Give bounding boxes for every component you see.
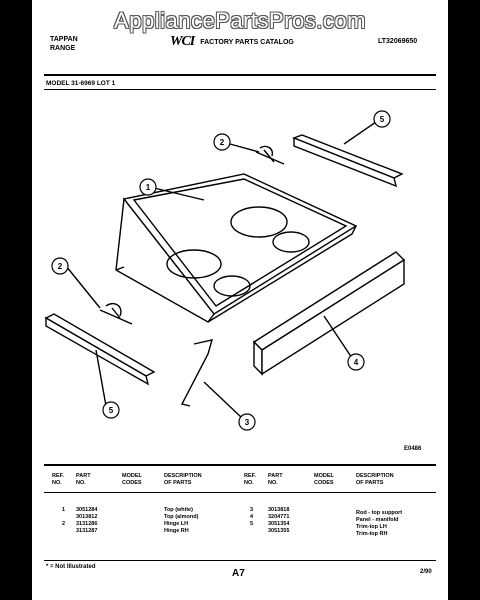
- header-ref-right: REF. NO.: [244, 473, 256, 486]
- row-desc: Trim-top RH: [356, 531, 388, 537]
- row-desc: Top (white): [164, 507, 193, 513]
- header-ref-left: REF. NO.: [52, 473, 64, 486]
- row-part: 3131286: [76, 521, 98, 527]
- page-number: A7: [232, 568, 245, 579]
- row-ref: 2: [62, 521, 66, 527]
- callout-5-rear: 5: [380, 115, 385, 124]
- catalog-logo-block: WCI FACTORY PARTS CATALOG: [170, 34, 294, 50]
- document-code: LT32069650: [378, 38, 418, 45]
- header-part-left: PART NO.: [76, 473, 91, 486]
- diagram-code: E0486: [404, 446, 422, 452]
- header-rule: [44, 74, 436, 76]
- row-ref: 1: [62, 507, 66, 513]
- model-number: MODEL 31-6969 LOT 1: [46, 80, 116, 87]
- header-model-left: MODEL CODES: [122, 473, 142, 486]
- revision-date: 2/90: [420, 569, 432, 575]
- row-part: 3013818: [268, 507, 290, 513]
- catalog-title: FACTORY PARTS CATALOG: [200, 38, 294, 46]
- row-desc: Trim-top LH: [356, 524, 387, 530]
- row-desc: Hinge RH: [164, 528, 189, 534]
- row-part: 3051355: [268, 528, 290, 534]
- exploded-parts-diagram: 1 2 2 3 4 5 5: [44, 110, 406, 431]
- trim-top-rh: [292, 134, 404, 188]
- callout-2-front: 2: [58, 262, 63, 271]
- row-desc: Top (almond): [164, 514, 199, 520]
- header-desc-right: DESCRIPTION OF PARTS: [356, 473, 394, 486]
- row-part: 3204771: [268, 514, 290, 520]
- not-illustrated-note: * = Not Illustrated: [46, 564, 96, 570]
- table-top-rule: [44, 464, 436, 466]
- manifold-panel: [252, 251, 406, 376]
- brand-block: TAPPAN RANGE: [50, 35, 78, 53]
- callout-1: 1: [146, 183, 151, 192]
- brand-line-1: TAPPAN: [50, 36, 78, 43]
- callout-5-front: 5: [109, 406, 114, 415]
- row-ref: 4: [250, 514, 254, 520]
- header-part-right: PART NO.: [268, 473, 283, 486]
- wci-logo: WCI: [170, 34, 195, 49]
- callout-2-rear: 2: [220, 138, 225, 147]
- hinge-front: [99, 302, 133, 325]
- trim-top-lh: [44, 313, 156, 386]
- brand-line-2: RANGE: [50, 45, 76, 52]
- table-header-rule: [44, 492, 436, 493]
- callout-4: 4: [354, 358, 359, 367]
- row-ref: 3: [250, 507, 254, 513]
- row-desc: Panel - manifold: [356, 517, 399, 523]
- row-part: 3013812: [76, 514, 98, 520]
- footer-rule: [44, 560, 436, 561]
- header-desc-left: DESCRIPTION OF PARTS: [164, 473, 202, 486]
- cooktop-part: [115, 173, 358, 323]
- row-desc: Hinge LH: [164, 521, 189, 527]
- callout-3: 3: [245, 418, 250, 427]
- hinge-rear: [255, 145, 285, 165]
- support-rod: [180, 339, 213, 407]
- row-part: 3051354: [268, 521, 290, 527]
- row-part: 3051284: [76, 507, 98, 513]
- row-part: 3131287: [76, 528, 98, 534]
- row-ref: 5: [250, 521, 254, 527]
- row-desc: Rod - top support: [356, 510, 403, 516]
- model-rule: [44, 89, 436, 90]
- watermark: AppliancePartsPros.com: [114, 8, 366, 33]
- header-model-right: MODEL CODES: [314, 473, 334, 486]
